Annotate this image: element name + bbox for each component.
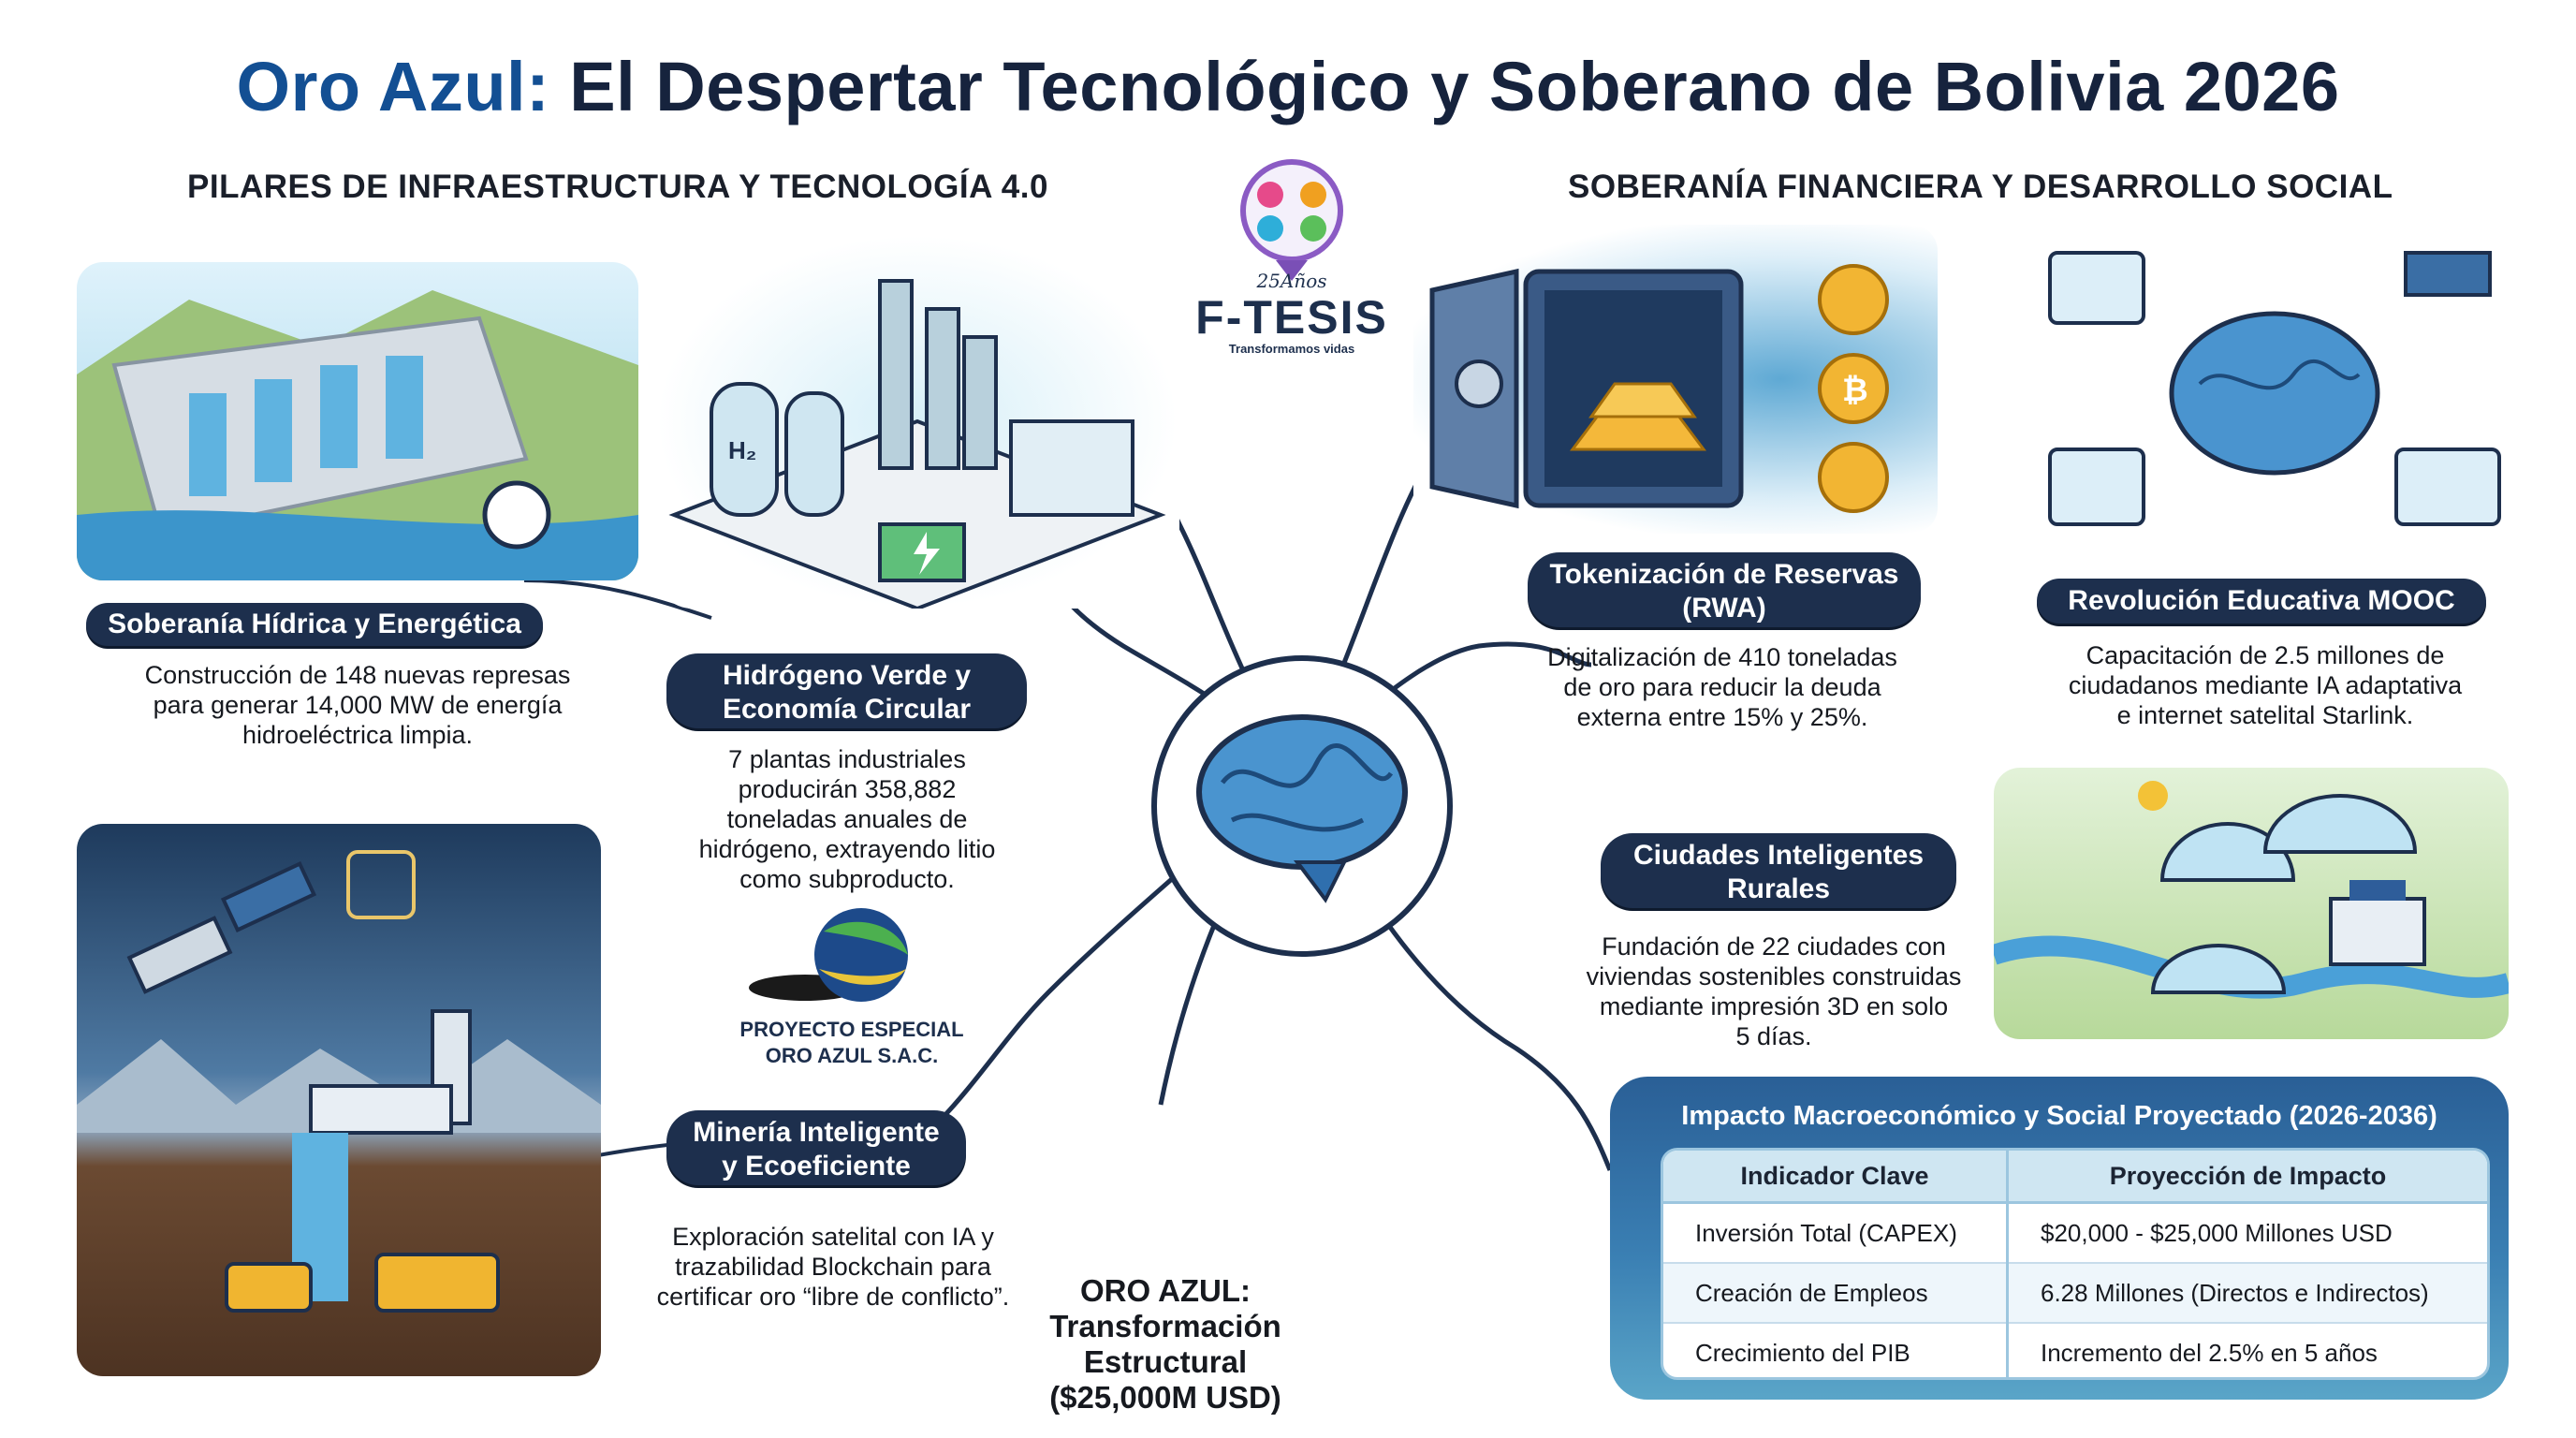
geodesic-dome-icon xyxy=(2159,822,2296,882)
mining-illustration xyxy=(77,824,601,1376)
pill-cities: Ciudades Inteligentes Rurales xyxy=(1601,833,1956,908)
sun-icon xyxy=(2138,781,2168,811)
smart-city-illustration xyxy=(1994,768,2509,1039)
table-row: Inversión Total (CAPEX) $20,000 - $25,00… xyxy=(1663,1201,2487,1263)
ftesis-emblem-icon xyxy=(1240,159,1343,281)
title-accent: Oro Azul: xyxy=(236,48,550,125)
table-cell: $20,000 - $25,000 Millones USD xyxy=(2007,1201,2487,1263)
table-cell: Crecimiento del PIB xyxy=(1663,1322,2009,1377)
satellite-icon xyxy=(126,916,233,994)
project-logo: PROYECTO ESPECIAL ORO AZUL S.A.C. xyxy=(711,903,992,1072)
ethereum-coin-icon xyxy=(1818,264,1889,335)
video-lesson-icon xyxy=(2048,251,2145,325)
logo-tagline: Transformamos vidas xyxy=(1228,342,1355,356)
desc-tokenization: Digitalización de 410 toneladas de oro p… xyxy=(1547,643,1897,731)
student-laptop-icon xyxy=(2394,448,2501,526)
brain-icon xyxy=(2169,311,2380,476)
table-cell: Creación de Empleos xyxy=(1663,1262,2009,1323)
center-summary: ORO AZUL: Transformación Estructural ($2… xyxy=(1049,1273,1281,1415)
mining-truck-icon xyxy=(225,1262,313,1313)
project-logo-line2: ORO AZUL S.A.C. xyxy=(765,1044,939,1067)
pill-education: Revolución Educativa MOOC xyxy=(2037,579,2486,624)
brain-icon xyxy=(1196,714,1408,903)
svg-text:₿: ₿ xyxy=(1842,373,1868,408)
ftesis-logo: 25Años F-TESIS Transformamos vidas xyxy=(1184,150,1399,365)
table-cell: Incremento del 2.5% en 5 años xyxy=(2007,1322,2487,1377)
svg-text:H₂: H₂ xyxy=(728,436,756,464)
desc-mining: Exploración satelital con IA y trazabili… xyxy=(656,1223,1010,1311)
bitcoin-coin-icon xyxy=(1818,353,1889,424)
sustainable-house-icon xyxy=(2329,897,2426,966)
pill-hydrogen: Hidrógeno Verde y Economía Circular xyxy=(666,653,1027,728)
central-brain-circle xyxy=(1151,655,1453,957)
right-section-heading: SOBERANÍA FINANCIERA Y DESARROLLO SOCIAL xyxy=(1568,169,2393,205)
desc-hydro: Construcción de 148 nuevas represas para… xyxy=(144,661,571,749)
table-cell: Inversión Total (CAPEX) xyxy=(1663,1201,2009,1263)
pill-hydro: Soberanía Hídrica y Energética xyxy=(86,603,543,646)
impact-title: Impacto Macroeconómico y Social Proyecta… xyxy=(1681,1101,2437,1131)
satellite-icon xyxy=(2404,251,2492,297)
table-header: Indicador Clave xyxy=(1663,1151,2009,1204)
project-globe-icon xyxy=(749,908,908,1002)
hydro-dam-illustration xyxy=(77,262,638,580)
gold-vault-illustration: ₿ xyxy=(1413,225,1938,534)
pill-tokenization: Tokenización de Reservas (RWA) xyxy=(1528,552,1921,627)
turbine-icon xyxy=(482,480,551,550)
student-tablet-icon xyxy=(2048,448,2145,526)
table-row: Crecimiento del PIB Incremento del 2.5% … xyxy=(1663,1322,2487,1377)
impact-table: Indicador Clave Proyección de Impacto In… xyxy=(1661,1148,2490,1380)
pill-mining: Minería Inteligente y Ecoeficiente xyxy=(666,1110,966,1185)
impact-panel: Impacto Macroeconómico y Social Proyecta… xyxy=(1610,1077,2509,1400)
blockchain-icon xyxy=(346,850,416,919)
logo-script: 25Años xyxy=(1256,270,1327,292)
table-header-row: Indicador Clave Proyección de Impacto xyxy=(1663,1151,2487,1204)
title-rest: El Despertar Tecnológico y Soberano de B… xyxy=(549,48,2340,125)
desc-education: Capacitación de 2.5 millones de ciudadan… xyxy=(2068,641,2463,729)
education-network-illustration xyxy=(2031,234,2518,562)
project-logo-line1: PROYECTO ESPECIAL xyxy=(739,1018,964,1041)
logo-brand: F-TESIS xyxy=(1195,291,1388,344)
desc-hydrogen: 7 plantas industriales producirán 358,88… xyxy=(698,745,996,893)
desc-cities: Fundación de 22 ciudades con viviendas s… xyxy=(1586,932,1962,1050)
crypto-coin-icon xyxy=(1818,442,1889,513)
table-row: Creación de Empleos 6.28 Millones (Direc… xyxy=(1663,1262,2487,1323)
table-cell: 6.28 Millones (Directos e Indirectos) xyxy=(2007,1262,2487,1323)
left-section-heading: PILARES DE INFRAESTRUCTURA Y TECNOLOGÍA … xyxy=(187,169,1048,205)
processing-plant-icon xyxy=(309,1084,453,1135)
page-title: Oro Azul: El Despertar Tecnológico y Sob… xyxy=(0,47,2576,126)
table-header: Proyección de Impacto xyxy=(2007,1151,2487,1204)
hydrogen-plant-illustration: H₂ xyxy=(655,234,1179,609)
